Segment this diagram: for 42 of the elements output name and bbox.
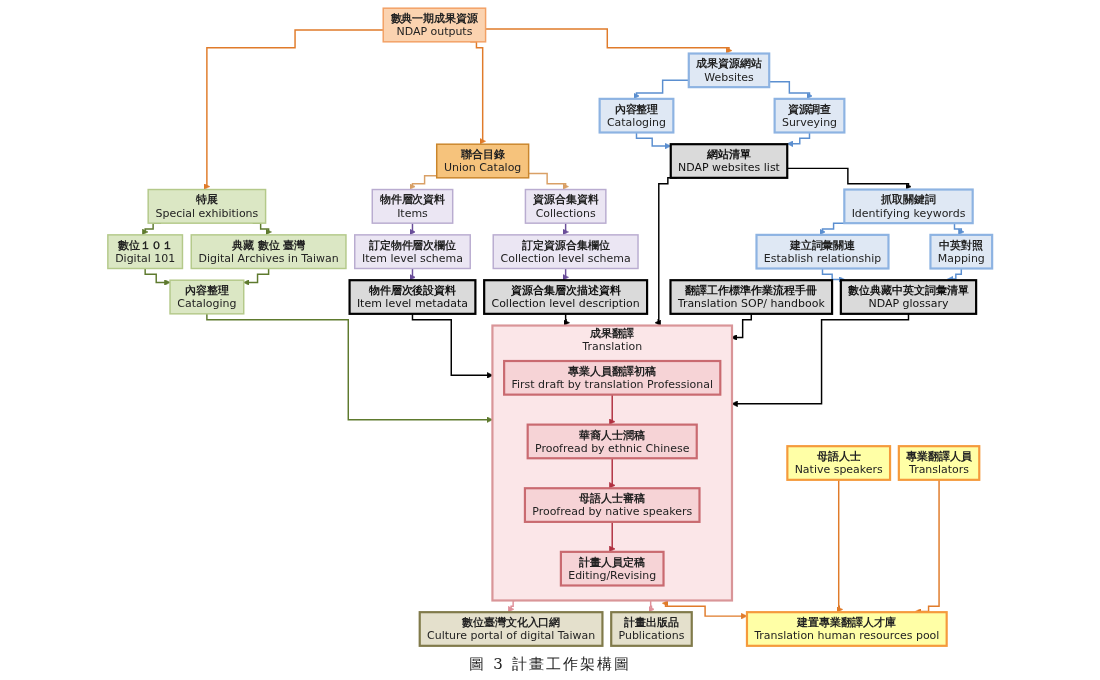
node-box: 數位典藏中英文詞彙清單 NDAP glossary bbox=[839, 279, 978, 315]
node-box: 數位臺灣文化入口網 Culture portal of digital Taiwan bbox=[418, 611, 604, 647]
node-box: 聯合目錄 Union Catalog bbox=[436, 143, 530, 179]
arrow bbox=[409, 267, 416, 281]
node-box: 母語人士審稿 Proofread by native speakers bbox=[523, 487, 701, 523]
node-box: 建置專業翻譯人才庫 Translation human resources pool bbox=[745, 611, 948, 647]
node-box: 內容整理 Cataloging bbox=[169, 279, 245, 315]
node-box: 建立詞彙關連 Establish relationship bbox=[755, 233, 890, 270]
arrow bbox=[203, 29, 384, 190]
node-box: 網站清單 NDAP websites list bbox=[669, 143, 789, 179]
node-box: 翻譯工作標準作業流程手冊 Translation SOP/ handbook bbox=[669, 279, 834, 315]
node-box: 華裔人士潤稿 Proofread by ethnic Chinese bbox=[526, 423, 698, 460]
node-box: 資源調查 Surveying bbox=[773, 97, 846, 134]
arrow bbox=[562, 222, 569, 236]
arrow bbox=[562, 267, 569, 281]
arrow bbox=[731, 313, 910, 407]
node-box: 特展 Special exhibitions bbox=[147, 188, 267, 224]
arrow bbox=[836, 479, 844, 613]
node-box: 資源合集層次描述資料 Collection level description bbox=[483, 279, 649, 315]
node-box: 中英對照 Mapping bbox=[929, 233, 994, 270]
arrow bbox=[206, 313, 493, 423]
arrow bbox=[409, 222, 416, 236]
node-box: 典藏 數位 臺灣 Digital Archives in Taiwan bbox=[190, 234, 347, 270]
arrow bbox=[563, 313, 570, 326]
node-box: 數典一期成果資源 NDAP outputs bbox=[382, 7, 487, 43]
node-box: 計畫出版品 Publications bbox=[610, 611, 693, 647]
node-box: 專業翻譯人員 Translators bbox=[897, 445, 981, 481]
node-box: 訂定資源合集欄位 Collection level schema bbox=[492, 234, 639, 270]
node-box: 專業人員翻譯初稿 First draft by translation Professional bbox=[503, 359, 722, 396]
node-box: 計畫人員定稿 Editing/Revising bbox=[559, 550, 665, 587]
node-box: 物件層次資料 Items bbox=[371, 188, 454, 224]
node-box: 數位１０１ Digital 101 bbox=[107, 234, 184, 270]
node-box: 母語人士 Native speakers bbox=[786, 445, 892, 481]
node-box: 訂定物件層次欄位 Item level schema bbox=[354, 234, 471, 270]
node-box: 內容整理 Cataloging bbox=[598, 97, 675, 134]
node-box: 成果資源網站 Websites bbox=[687, 52, 771, 89]
arrow bbox=[243, 267, 270, 286]
figure-caption: 圖 3 計畫工作架構圖 bbox=[469, 655, 631, 673]
arrow bbox=[144, 267, 171, 286]
node-box: 資源合集資料 Collections bbox=[524, 188, 607, 224]
node-box: 物件層次後設資料 Item level metadata bbox=[348, 279, 477, 315]
node-box: 抓取關鍵詞 Identifying keywords bbox=[843, 188, 974, 225]
